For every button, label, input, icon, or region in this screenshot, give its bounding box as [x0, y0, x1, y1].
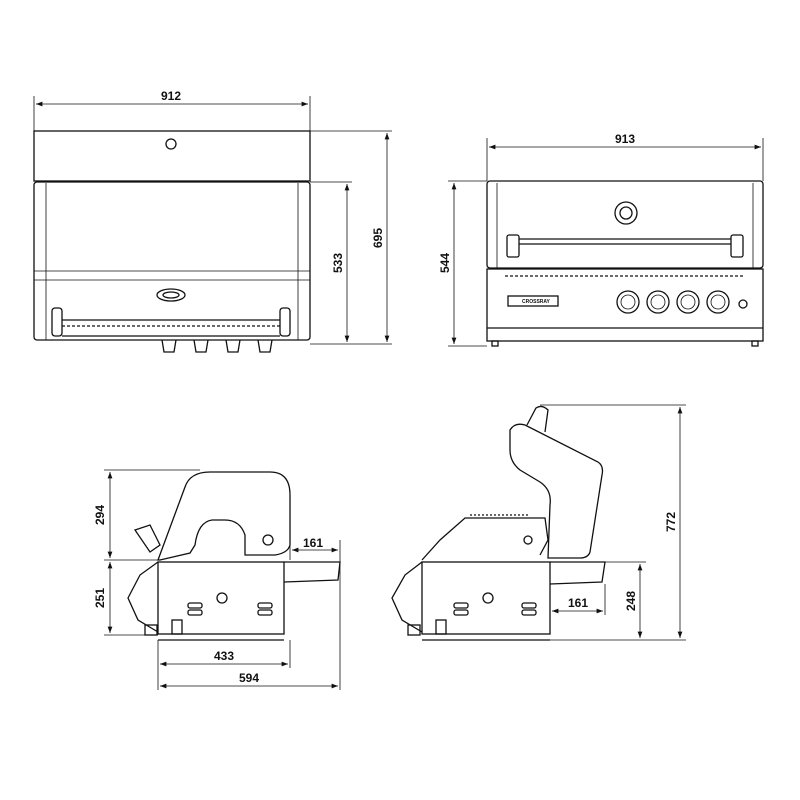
control-knobs	[161, 339, 273, 353]
dim-open-width: 913	[615, 132, 635, 146]
dim-side-rear-offset: 161	[303, 536, 323, 550]
dim-open-height: 544	[438, 253, 452, 273]
dim-front-total-height: 695	[371, 228, 385, 248]
dim-front-body-height: 533	[331, 253, 345, 273]
dim-open-body-height: 248	[624, 591, 638, 611]
side-view-closed: 294 251 161 433 594	[93, 469, 341, 690]
burner-knobs	[616, 290, 748, 314]
brand-logo	[507, 295, 559, 307]
brand-logo-text: CROSSRAY	[522, 299, 551, 305]
side-view-open: 772 248 161	[391, 404, 686, 641]
dim-open-rear-offset: 161	[568, 596, 588, 610]
dim-front-width: 912	[161, 89, 181, 103]
front-view-open: CROSSRAY 913 544	[438, 132, 764, 347]
dim-side-total-depth: 594	[239, 671, 259, 685]
front-view-closed: 912 695 533	[33, 89, 392, 353]
dim-side-body-depth: 433	[214, 649, 234, 663]
dim-side-body-height: 251	[93, 588, 107, 608]
dim-side-lid-height: 294	[93, 505, 107, 525]
dim-open-total-height: 772	[664, 512, 678, 532]
